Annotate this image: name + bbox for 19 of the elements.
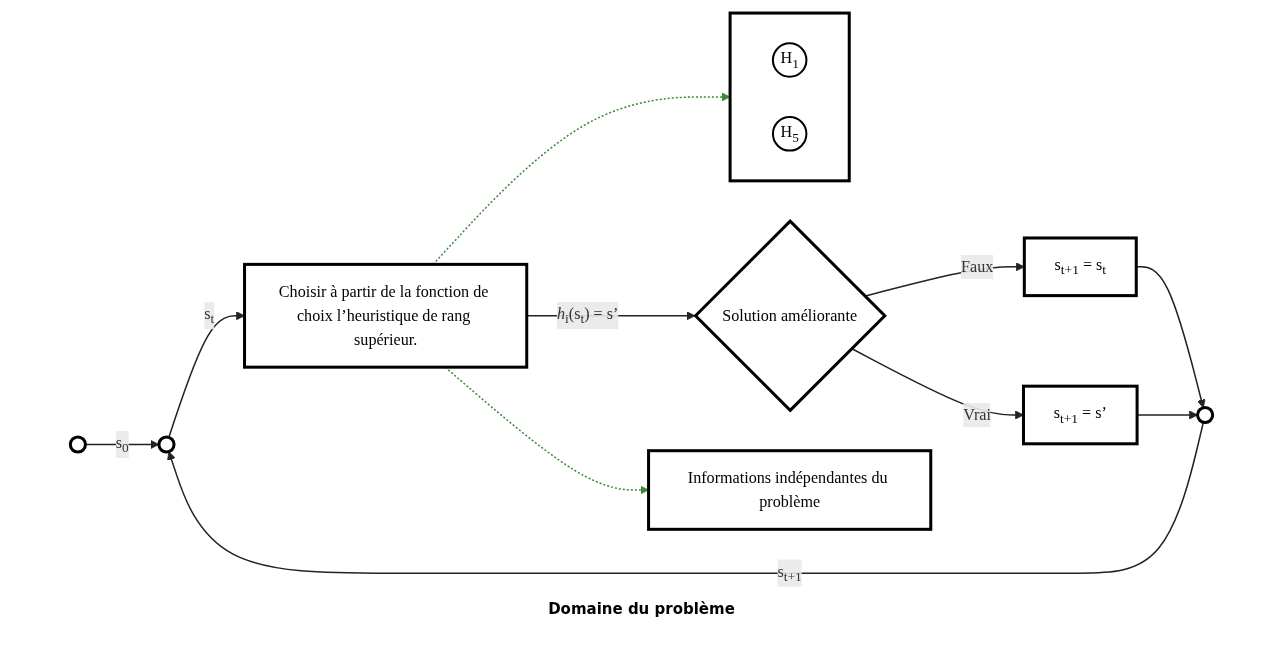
edge-label: Vrai xyxy=(963,405,991,424)
edge-label: h$_{i}$(s$_{t}$) = s’ xyxy=(556,305,619,327)
node-circle xyxy=(157,435,176,454)
node-box: Choisir à partir de la fonction de choix l’heuristique de rang supérieur. xyxy=(243,262,529,369)
arrow xyxy=(167,421,1205,574)
node-circle xyxy=(68,435,87,454)
node-circle: H$_{5}$ xyxy=(771,116,808,152)
node-diamond: Solution améliorante xyxy=(693,219,887,413)
node-box: s$_{t+1}$ = s’ xyxy=(1022,384,1139,446)
cluster xyxy=(728,11,851,183)
edge-label: s$_{t}$ xyxy=(204,305,215,327)
node-box: s$_{t+1}$ = s$_{t}$ xyxy=(1022,236,1138,298)
edge-label: s$_{t+1}$ xyxy=(777,562,802,584)
node-circle xyxy=(1196,405,1215,425)
edge-label: s$_{0}$ xyxy=(115,433,129,456)
node-box: Informations indépendantes du problème xyxy=(647,449,933,531)
node-circle: H$_{1}$ xyxy=(771,42,808,78)
region-label: Domaine du problème xyxy=(548,600,735,618)
edge-label: Faux xyxy=(961,257,994,275)
